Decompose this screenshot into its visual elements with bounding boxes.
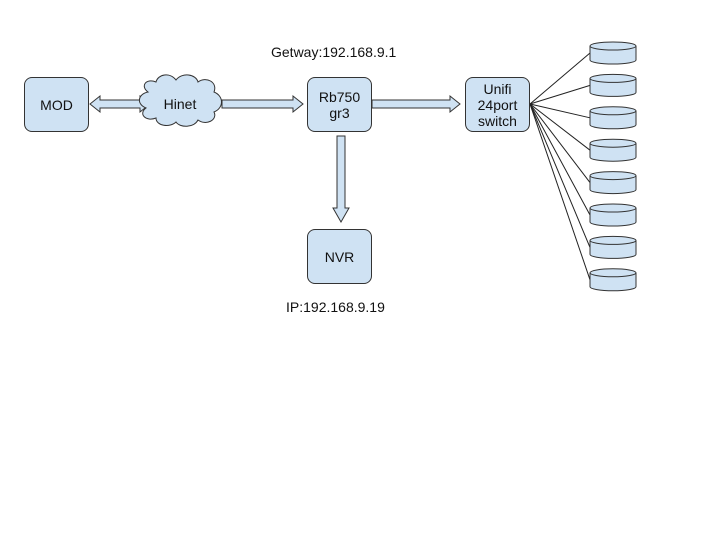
hinet-cloud-shape <box>139 74 222 127</box>
arrow-router-switch <box>371 94 461 114</box>
device-cylinder <box>589 106 637 130</box>
switch-node: Unifi 24port switch <box>465 77 530 132</box>
switch-label-line3: switch <box>478 112 517 129</box>
device-cylinder <box>589 41 637 65</box>
arrow-router-nvr <box>332 135 350 224</box>
switch-link-line <box>529 103 591 280</box>
switch-label-line2: 24port <box>477 96 518 113</box>
modem-node: MOD <box>24 77 89 132</box>
router-label-line2: gr3 <box>329 104 350 121</box>
switch-label-line1: Unifi <box>483 80 512 97</box>
switch-link-line <box>529 84 591 105</box>
switch-link-line <box>529 52 591 105</box>
device-cylinder <box>589 171 637 195</box>
device-cylinder <box>589 73 637 97</box>
hinet-label: Hinet <box>163 96 197 112</box>
device-cylinder <box>589 203 637 227</box>
nvr-label: NVR <box>324 248 355 265</box>
switch-link-line <box>529 103 591 183</box>
device-cylinder <box>589 235 637 259</box>
nvr-ip-label: IP:192.168.9.19 <box>286 299 385 315</box>
modem-label: MOD <box>40 96 73 113</box>
switch-link-line <box>529 103 591 151</box>
nvr-node: NVR <box>307 229 372 284</box>
switch-link-line <box>529 103 591 248</box>
router-label-line1: Rb750 <box>318 88 361 105</box>
switch-link-line <box>529 103 591 119</box>
arrow-hinet-router <box>221 94 304 114</box>
device-cylinder <box>589 268 637 292</box>
router-node: Rb750 gr3 <box>307 77 372 132</box>
gateway-label: Getway:192.168.9.1 <box>271 44 397 60</box>
device-cylinder <box>589 138 637 162</box>
switch-link-line <box>529 103 591 216</box>
